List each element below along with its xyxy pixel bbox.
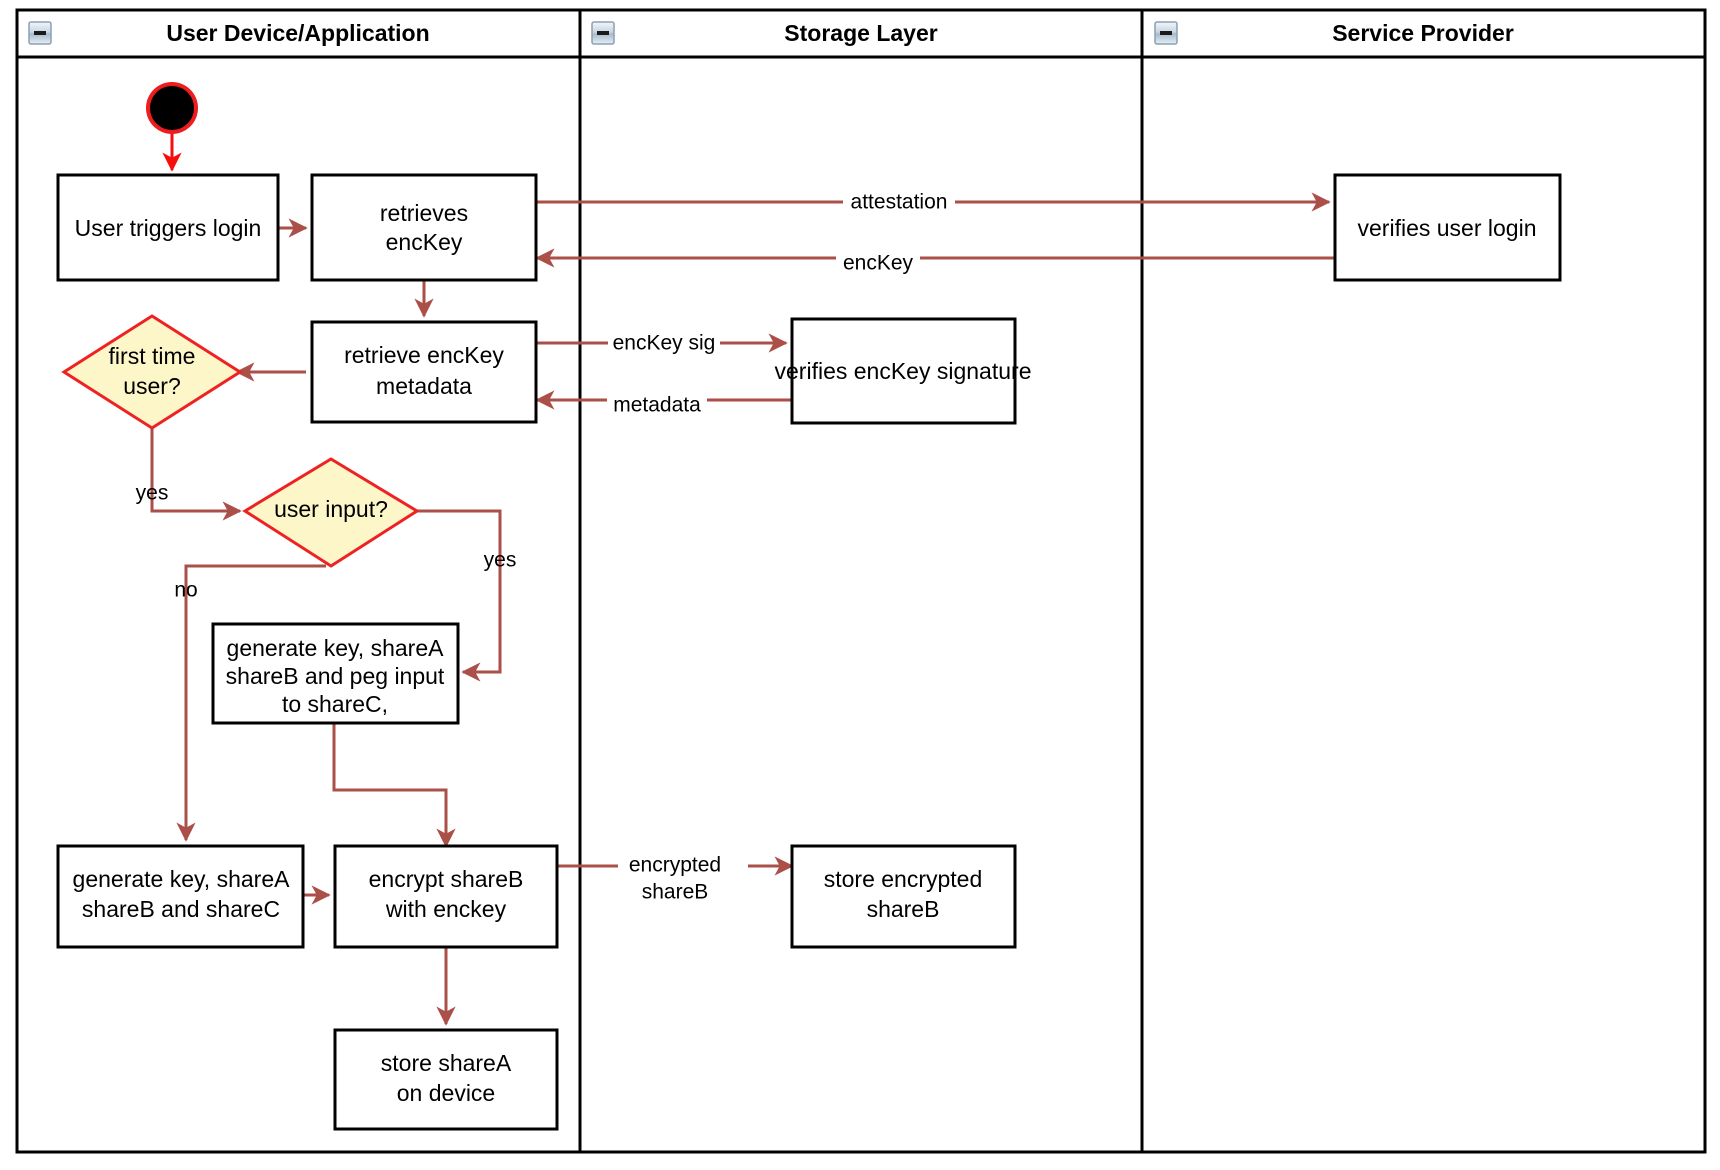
lane-label-service-provider: Service Provider [1332, 20, 1514, 46]
edge-user-input-yes [411, 509, 502, 682]
node-label-retrieve-metadata-line2: metadata [376, 373, 472, 399]
node-label-encrypt-shareb-line2: with enckey [385, 896, 507, 922]
edge-label-attestation: attestation [851, 191, 948, 214]
lane-label-user-device: User Device/Application [166, 20, 429, 46]
node-label-generate-peg-line1: generate key, shareA [227, 635, 445, 661]
edge-label-enckey-sig: encKey sig [613, 332, 716, 355]
node-retrieves-enckey[interactable]: retrieves encKey [310, 173, 538, 282]
node-label-store-encrypted-shareb-line1: store encrypted [824, 866, 983, 892]
node-verifies-user-login[interactable]: verifies user login [1333, 173, 1562, 282]
edge-label-user-input-yes: yes [484, 549, 517, 572]
edge-user-input-no [176, 564, 326, 842]
node-label-retrieves-enckey-line2: encKey [386, 229, 463, 255]
node-store-sharea[interactable]: store shareA on device [333, 1028, 559, 1131]
node-start[interactable] [146, 82, 198, 134]
edge-first-time-yes [150, 417, 242, 521]
minus-icon[interactable] [1154, 21, 1178, 45]
node-label-store-sharea-line1: store shareA [381, 1050, 512, 1076]
lane-header-storage[interactable]: Storage Layer [591, 20, 938, 46]
edge-label-encrypted-shareb-line2: shareB [642, 881, 709, 904]
node-generate-key-shares[interactable]: generate key, shareA shareB and shareC [56, 844, 305, 949]
node-label-retrieves-enckey-line1: retrieves [380, 200, 468, 226]
node-label-store-sharea-line2: on device [397, 1080, 495, 1106]
edge-labels: attestation encKey encKey sig metadata y… [136, 189, 955, 904]
node-verifies-enckey-signature[interactable]: verifies encKey signature [775, 317, 1032, 425]
lane-label-storage: Storage Layer [784, 20, 937, 46]
node-store-encrypted-shareb[interactable]: store encrypted shareB [790, 844, 1017, 949]
node-user-triggers-login[interactable]: User triggers login [56, 173, 280, 282]
node-retrieve-enckey-metadata[interactable]: retrieve encKey metadata [310, 320, 538, 424]
node-label-verifies-enckey-signature: verifies encKey signature [775, 358, 1032, 384]
edge-label-enckey: encKey [843, 252, 914, 275]
edge-label-first-time-yes: yes [136, 482, 169, 505]
lane-header-user-device[interactable]: User Device/Application [28, 20, 430, 46]
node-first-time-user-decision[interactable]: first time user? [61, 314, 243, 430]
node-label-store-encrypted-shareb-line2: shareB [867, 896, 940, 922]
node-user-input-decision[interactable]: user input? [242, 457, 420, 568]
node-generate-key-peg[interactable]: generate key, shareA shareB and peg inpu… [211, 622, 460, 725]
node-label-generate-shares-line2: shareB and shareC [82, 896, 280, 922]
edge-label-metadata: metadata [613, 394, 701, 417]
edge-label-encrypted-shareb-line1: encrypted [629, 854, 721, 877]
node-label-first-time-user-line2: user? [123, 373, 181, 399]
node-label-user-triggers-login: User triggers login [75, 215, 262, 241]
node-label-first-time-user-line1: first time [109, 343, 196, 369]
node-encrypt-shareb[interactable]: encrypt shareB with enckey [333, 844, 559, 949]
node-label-generate-peg-line3: to shareC, [282, 691, 388, 717]
edge-peg-to-encrypt [332, 723, 456, 848]
node-label-user-input: user input? [274, 496, 388, 522]
edge-label-user-input-no: no [174, 579, 197, 602]
lane-header-service-provider[interactable]: Service Provider [1154, 20, 1514, 46]
node-label-encrypt-shareb-line1: encrypt shareB [369, 866, 524, 892]
node-label-generate-peg-line2: shareB and peg input [226, 663, 445, 689]
node-label-verifies-user-login: verifies user login [1358, 215, 1537, 241]
node-label-generate-shares-line1: generate key, shareA [73, 866, 291, 892]
minus-icon[interactable] [591, 21, 615, 45]
minus-icon[interactable] [28, 21, 52, 45]
node-label-retrieve-metadata-line1: retrieve encKey [344, 342, 504, 368]
